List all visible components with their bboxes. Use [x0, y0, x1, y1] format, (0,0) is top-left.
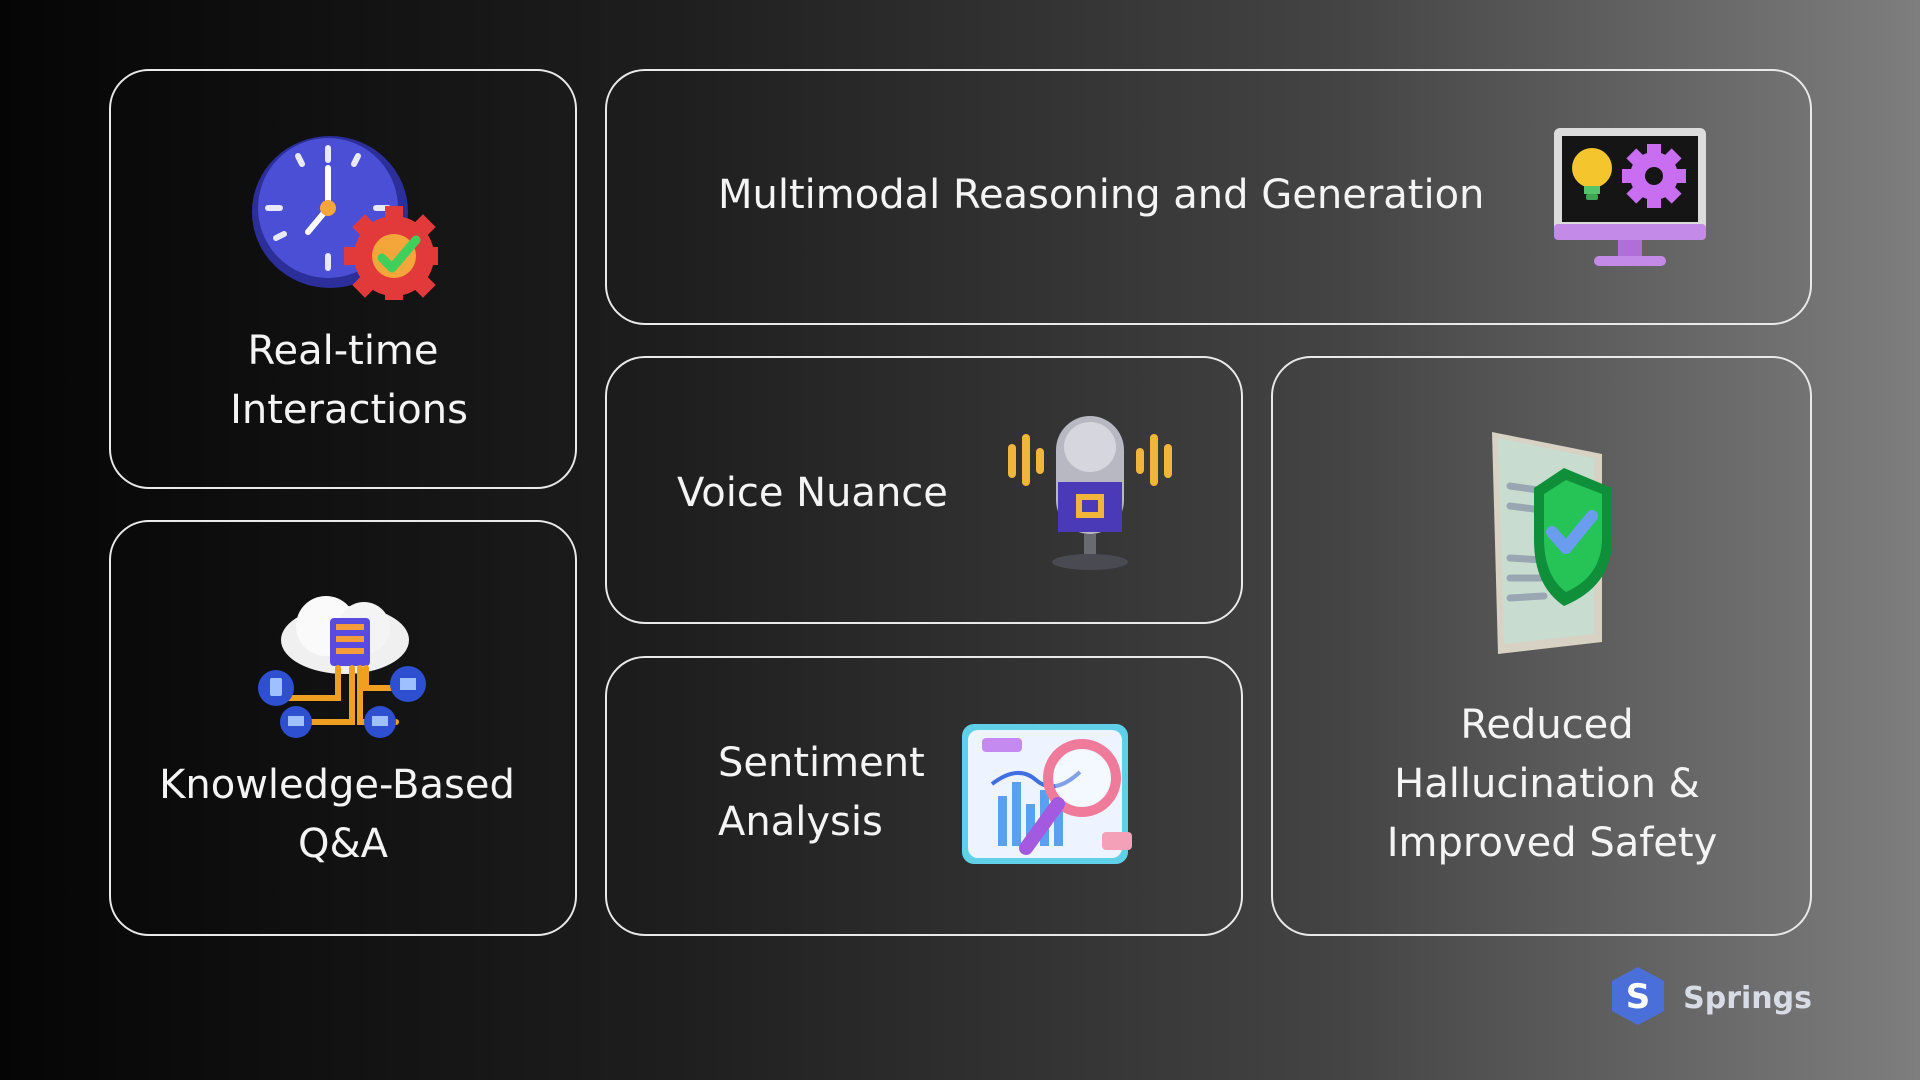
monitor-bulb-gear-icon — [1550, 124, 1710, 270]
card-realtime-interactions — [109, 69, 577, 489]
card-voice-nuance — [605, 356, 1243, 624]
document-shield-icon — [1482, 428, 1626, 656]
safety-label-line3: Improved Safety — [1386, 820, 1718, 866]
card-knowledge-based-qa — [109, 520, 577, 936]
card-reduced-hallucination-safety — [1271, 356, 1812, 936]
microphone-ai-icon — [1004, 412, 1176, 576]
safety-label-line2: Hallucination & — [1394, 761, 1700, 807]
springs-logo-icon: S — [1607, 965, 1669, 1032]
springs-brand: S Springs — [1607, 965, 1812, 1032]
card-multimodal-reasoning — [605, 69, 1812, 325]
knowledge-label-line2: Q&A — [297, 821, 389, 867]
safety-label-line1: Reduced — [1460, 702, 1634, 748]
card-sentiment-analysis — [605, 656, 1243, 936]
multimodal-label: Multimodal Reasoning and Generation — [718, 172, 1485, 218]
realtime-label-line1: Real-time — [247, 328, 439, 374]
sentiment-label-line1: Sentiment — [718, 740, 925, 786]
cloud-network-icon — [256, 588, 432, 740]
clock-gear-icon — [248, 134, 438, 300]
realtime-label-line2: Interactions — [230, 387, 468, 433]
knowledge-label-line1: Knowledge-Based — [159, 762, 515, 808]
brand-name: Springs — [1683, 981, 1812, 1016]
svg-text:S: S — [1626, 977, 1651, 1017]
voice-label: Voice Nuance — [677, 470, 948, 516]
chart-magnifier-icon — [958, 720, 1146, 872]
sentiment-label-line2: Analysis — [718, 799, 883, 845]
